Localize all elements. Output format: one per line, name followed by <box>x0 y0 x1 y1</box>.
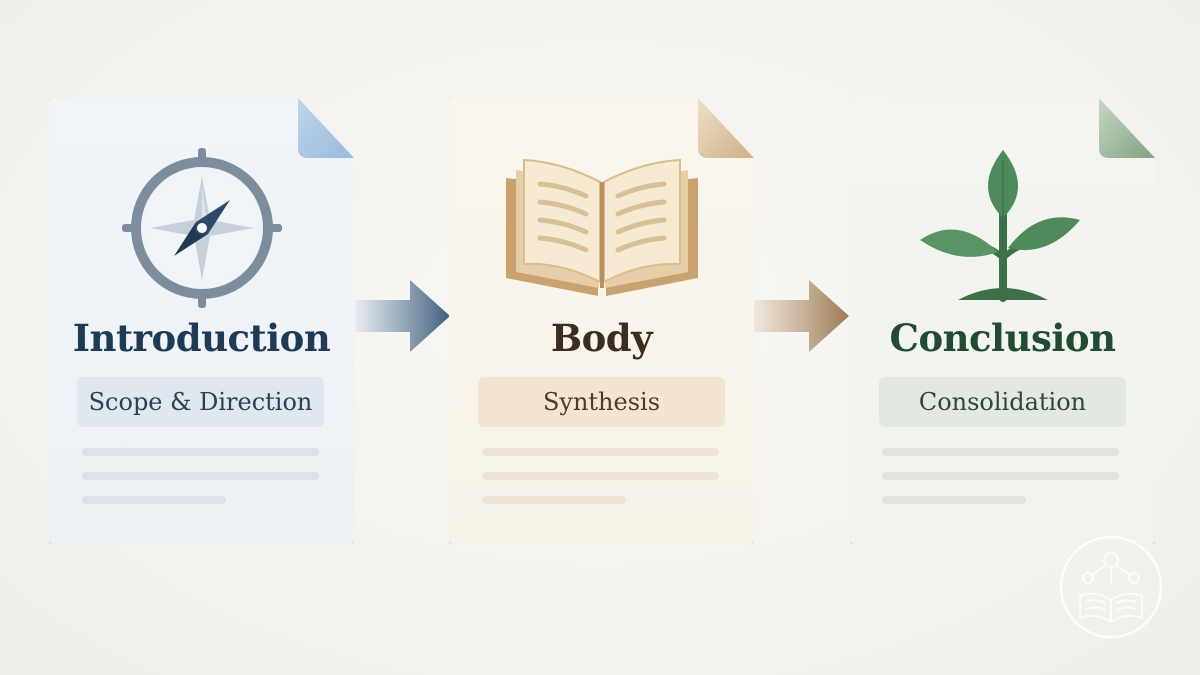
body-title: Body <box>550 316 653 360</box>
placeholder-line <box>82 472 319 480</box>
placeholder-line <box>882 448 1119 456</box>
introduction-card <box>49 98 354 544</box>
open-book-icon <box>449 148 754 308</box>
book-network-logo-icon <box>1058 534 1164 640</box>
conclusion-title: Conclusion <box>889 316 1116 360</box>
placeholder-line <box>482 448 719 456</box>
body-card-fold <box>698 98 754 158</box>
placeholder-line <box>82 448 319 456</box>
body-card <box>449 98 754 544</box>
arrow-right-icon <box>355 276 450 360</box>
body-subtitle-pill: Synthesis <box>478 377 725 427</box>
conclusion-card-fold <box>1099 98 1155 158</box>
arrow-right-icon <box>754 276 849 360</box>
placeholder-line <box>482 472 719 480</box>
introduction-title: Introduction <box>72 316 331 360</box>
placeholder-line <box>82 496 226 504</box>
placeholder-line <box>482 496 626 504</box>
conclusion-subtitle-pill: Consolidation <box>879 377 1126 427</box>
introduction-subtitle-pill: Scope & Direction <box>77 377 324 427</box>
placeholder-line <box>882 496 1026 504</box>
compass-icon <box>49 148 354 308</box>
placeholder-line <box>882 472 1119 480</box>
introduction-card-fold <box>298 98 354 158</box>
sprout-icon <box>850 148 1155 308</box>
